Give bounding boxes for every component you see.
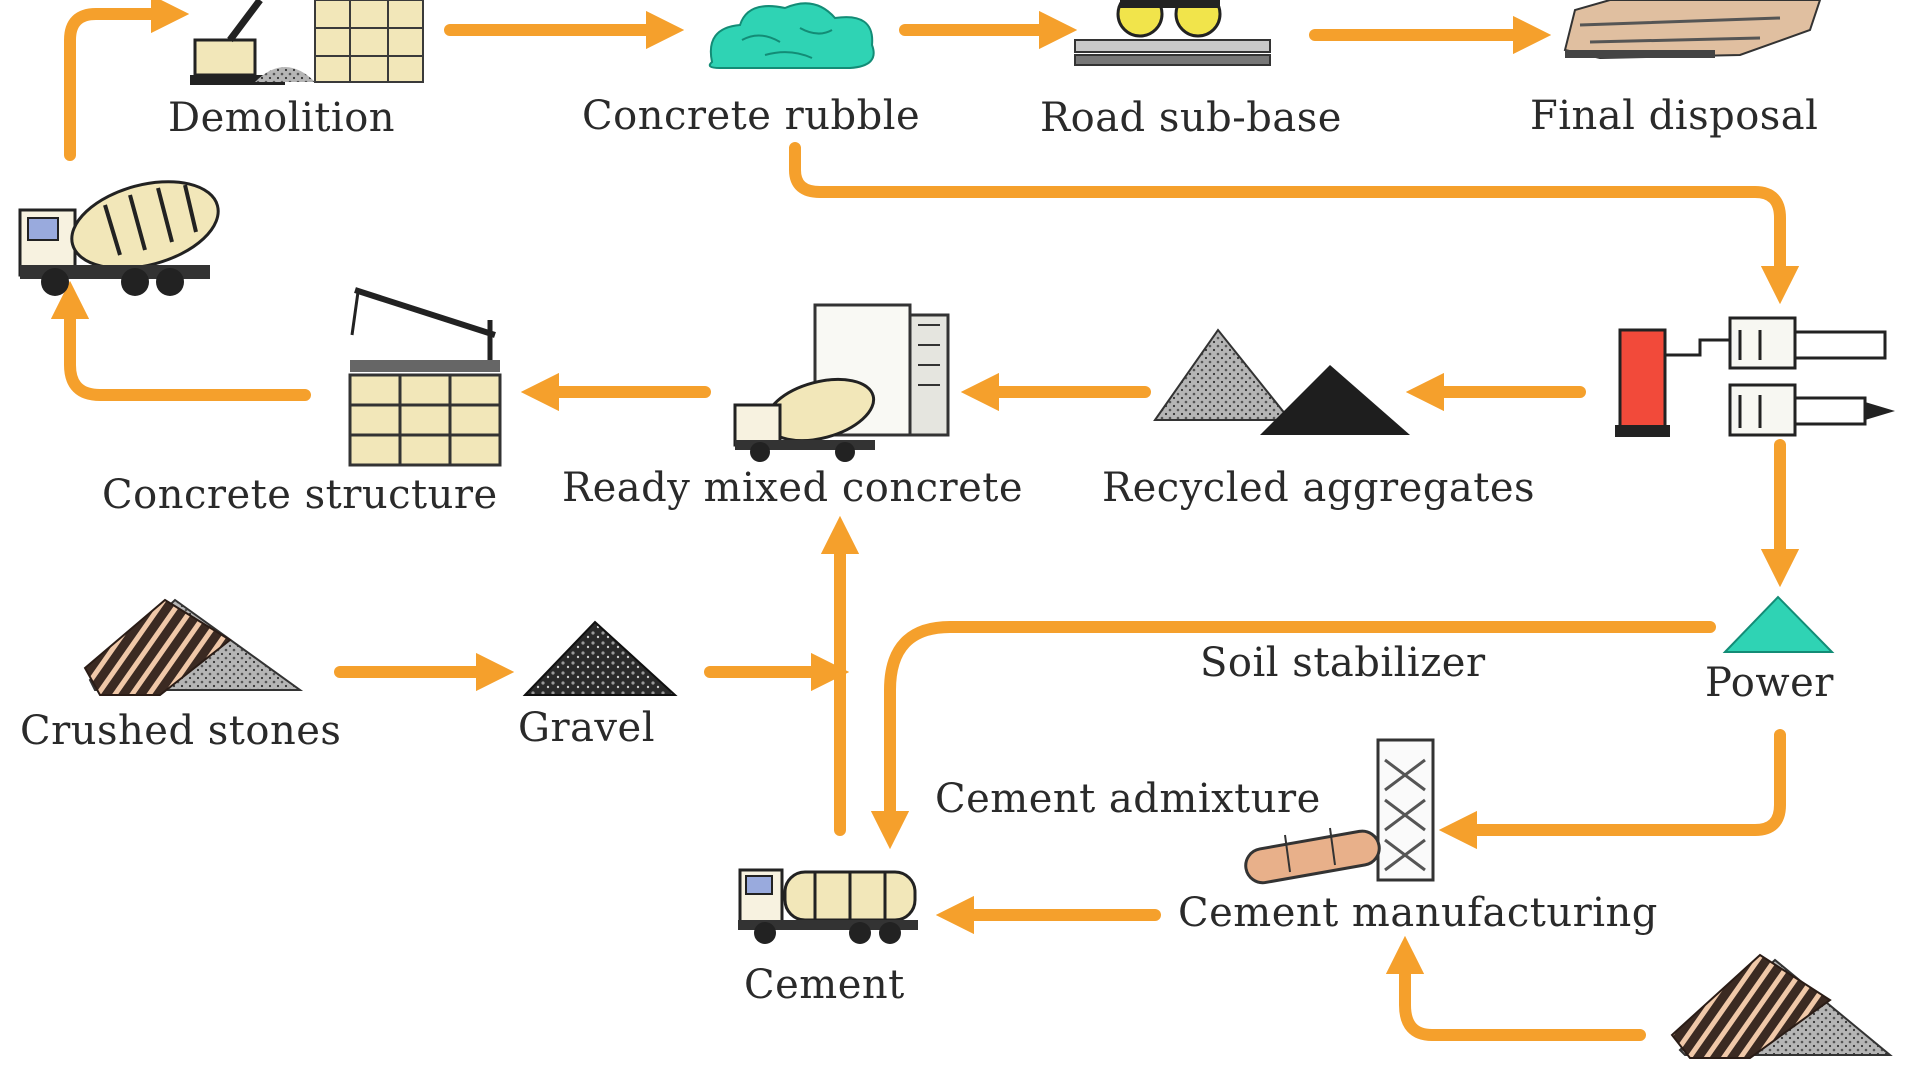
- arrow-limestone-to-cement-manufacturing: [1385, 935, 1646, 1041]
- label-ready-mixed-concrete: Ready mixed concrete: [562, 465, 1024, 511]
- batch-plant-icon: [733, 303, 950, 462]
- arrow-mixer-to-demolition: [64, 0, 190, 161]
- aggregate-piles-icon: [1153, 328, 1410, 435]
- recycling-plant-icon: [1615, 316, 1895, 437]
- arrow-power-to-soil-stabilizer-cement: [870, 621, 1716, 850]
- cement-truck-icon: [738, 868, 918, 944]
- crane-building-icon: [348, 287, 502, 467]
- arrow-power-to-cement-manufacturing: [1438, 729, 1786, 850]
- cement-kiln-icon: [1244, 738, 1435, 885]
- label-cement-admixture: Cement admixture: [935, 776, 1321, 822]
- label-road-sub-base: Road sub-base: [1040, 95, 1342, 141]
- label-gravel: Gravel: [518, 705, 655, 751]
- demolition-excavator-icon: [190, 0, 424, 85]
- label-cement: Cement: [744, 962, 905, 1008]
- limestone-pile-icon: [1670, 953, 1893, 1059]
- label-power: Power: [1705, 660, 1834, 706]
- road-roller-icon: [1074, 0, 1271, 66]
- powder-triangle-icon: [1722, 595, 1835, 653]
- mixer-truck-icon: [18, 180, 220, 296]
- flow-arrows: [50, 0, 1800, 1041]
- label-final-disposal: Final disposal: [1530, 93, 1819, 139]
- label-concrete-rubble: Concrete rubble: [582, 93, 921, 139]
- landfill-icon: [1563, 0, 1822, 60]
- rubble-pile-icon: [708, 2, 875, 69]
- arrow-rubble-to-recycling-plant: [789, 142, 1800, 305]
- label-concrete-structure: Concrete structure: [102, 472, 498, 518]
- label-recycled-aggregates: Recycled aggregates: [1102, 465, 1536, 511]
- label-soil-stabilizer: Soil stabilizer: [1200, 640, 1486, 686]
- gravel-pile-icon: [522, 620, 678, 696]
- crushed-stone-pile-icon: [83, 598, 304, 696]
- arrow-structure-to-mixer: [50, 280, 311, 401]
- label-cement-manufacturing: Cement manufacturing: [1178, 890, 1658, 936]
- label-demolition: Demolition: [168, 95, 396, 141]
- label-crushed-stones: Crushed stones: [20, 708, 342, 754]
